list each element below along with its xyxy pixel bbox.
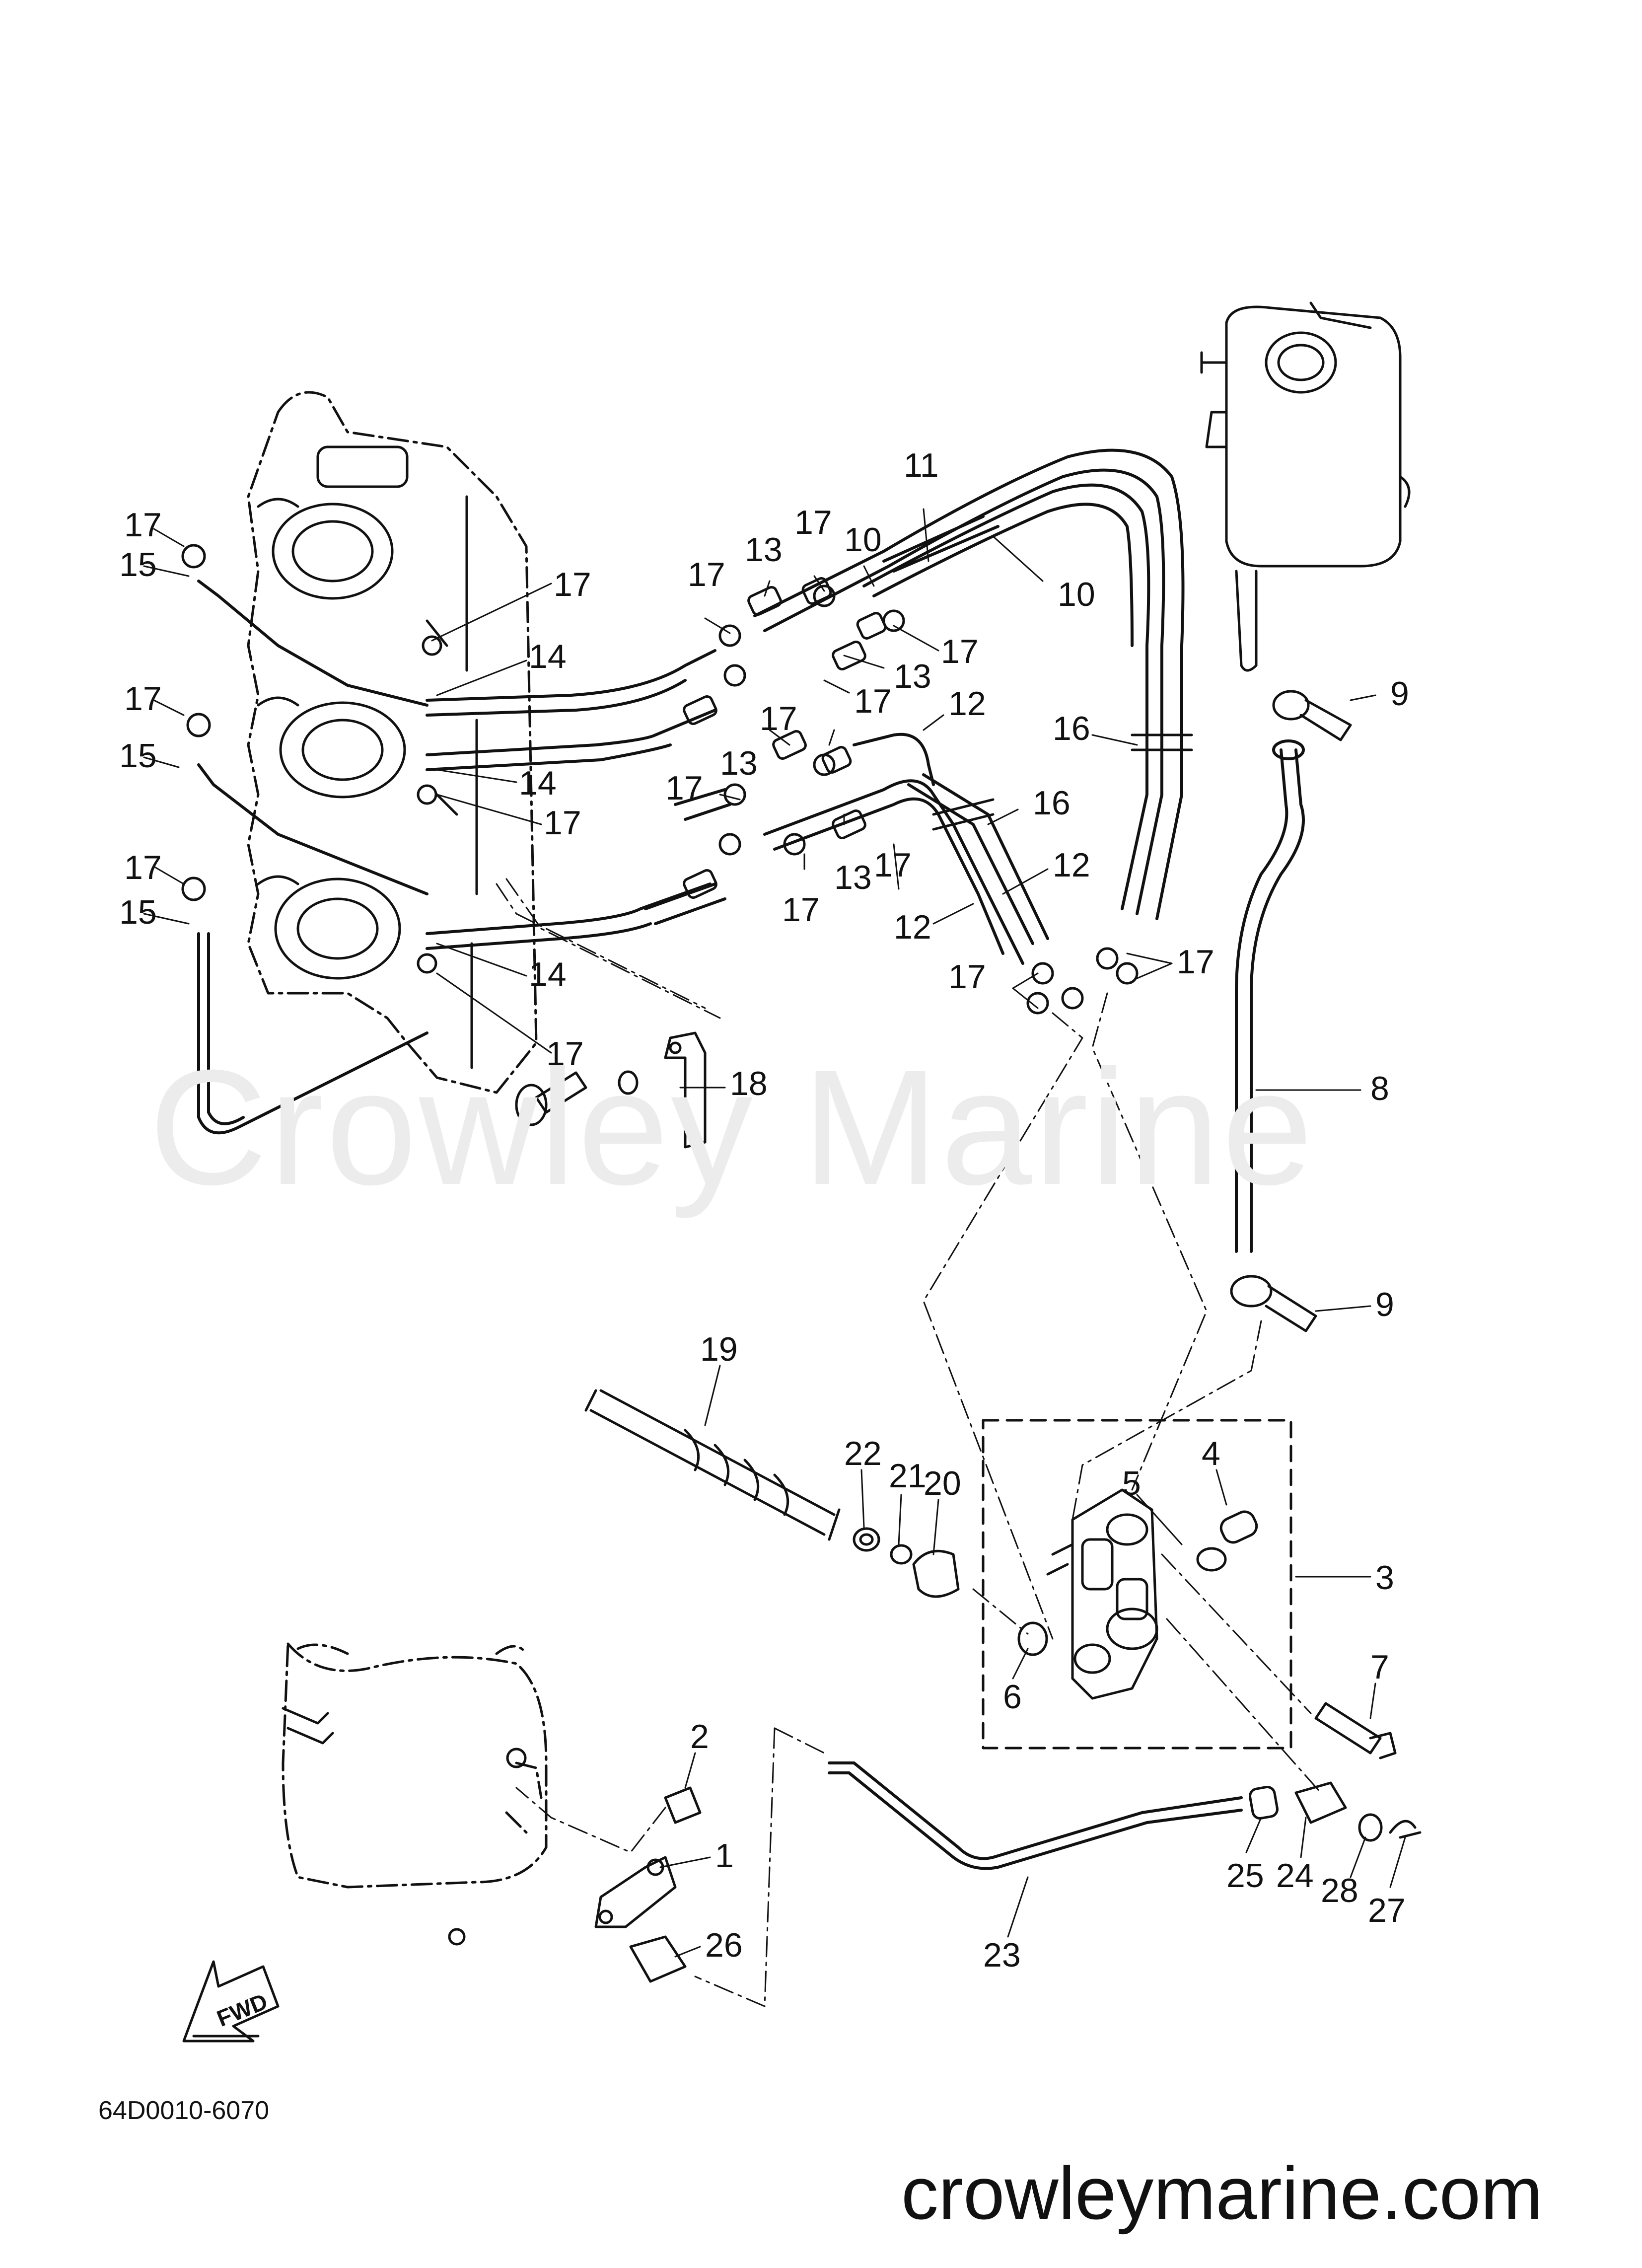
callout-13: 13 — [745, 531, 783, 569]
oil-hoses-lower — [426, 732, 1049, 965]
callout-17: 17 — [760, 700, 797, 737]
callout-2: 2 — [690, 1718, 709, 1756]
callout-13: 13 — [720, 744, 758, 782]
engine-block — [247, 391, 538, 1094]
callout-9: 9 — [1390, 675, 1409, 713]
callout-14: 14 — [529, 955, 567, 993]
short-hoses — [197, 580, 731, 1135]
callout-14: 14 — [529, 638, 567, 675]
callout-17: 17 — [124, 506, 162, 544]
hose-clamps — [932, 733, 1193, 831]
fwd-label: FWD — [213, 1988, 271, 2031]
callout-17: 17 — [854, 682, 892, 720]
callout-9: 9 — [1375, 1286, 1394, 1323]
callout-12: 12 — [1053, 846, 1090, 884]
pump-drive-shaft — [584, 1389, 1048, 1656]
oil-hoses-upper — [426, 448, 1185, 920]
feed-hose — [1235, 739, 1305, 1253]
callout-14: 14 — [519, 764, 557, 802]
callout-3: 3 — [1375, 1559, 1394, 1597]
oil-tank — [1200, 301, 1411, 672]
callout-7: 7 — [1370, 1648, 1389, 1686]
assembly-lines — [496, 878, 1322, 2007]
callout-17: 17 — [124, 849, 162, 886]
callout-10: 10 — [1058, 576, 1095, 613]
callout-17: 17 — [948, 958, 986, 996]
hose-fittings — [181, 544, 1139, 1015]
callout-17: 17 — [665, 769, 703, 807]
callout-17: 17 — [1177, 943, 1214, 981]
callout-24: 24 — [1276, 1857, 1314, 1895]
cylinder-ports — [257, 445, 478, 1069]
watermark: Crowley Marine — [149, 1035, 1315, 1219]
callout-17: 17 — [546, 1035, 584, 1073]
callout-17: 17 — [782, 891, 820, 929]
callout-26: 26 — [705, 1926, 743, 1964]
callout-15: 15 — [119, 893, 157, 931]
lower-powerhead-bracket — [282, 1707, 527, 1946]
callout-16: 16 — [1053, 710, 1090, 747]
callout-17: 17 — [554, 566, 591, 603]
callout-15: 15 — [119, 546, 157, 584]
callout-17: 17 — [124, 680, 162, 718]
callout-15: 15 — [119, 737, 157, 775]
callout-12: 12 — [948, 685, 986, 723]
callout-28: 28 — [1321, 1872, 1358, 1909]
callout-17: 17 — [941, 633, 979, 670]
callout-18: 18 — [730, 1065, 768, 1102]
callout-1: 1 — [715, 1837, 734, 1875]
fwd-arrow — [182, 1960, 280, 2043]
callout-20: 20 — [924, 1464, 961, 1502]
bracket-and-bolt — [515, 1031, 707, 1149]
callout-17: 17 — [688, 556, 725, 593]
pump-lever-parts — [594, 1786, 702, 1983]
callout-10: 10 — [844, 521, 882, 559]
callout-13: 13 — [834, 859, 872, 896]
oil-pump-assembly — [982, 1419, 1292, 1750]
callout-22: 22 — [844, 1435, 882, 1472]
callout-23: 23 — [983, 1936, 1021, 1974]
callout-6: 6 — [1003, 1678, 1022, 1716]
callout-25: 25 — [1226, 1857, 1264, 1895]
callout-19: 19 — [700, 1330, 738, 1368]
lower-powerhead — [282, 1642, 548, 1889]
callout-27: 27 — [1368, 1892, 1406, 1929]
callout-17: 17 — [874, 846, 912, 884]
callout-12: 12 — [894, 908, 931, 946]
callout-17: 17 — [544, 804, 581, 842]
diagram-code: 64D0010-6070 — [98, 2096, 270, 2125]
callout-16: 16 — [1033, 784, 1071, 822]
callout-labels: 17 15 17 14 17 15 14 17 17 15 14 17 18 1… — [119, 446, 1409, 2032]
leader-lines — [143, 508, 1406, 1958]
callout-4: 4 — [1202, 1435, 1220, 1472]
callout-17: 17 — [794, 504, 832, 541]
control-rod — [828, 1761, 1243, 1870]
callout-8: 8 — [1370, 1070, 1389, 1107]
callout-5: 5 — [1122, 1464, 1141, 1502]
website-link[interactable]: crowleymarine.com — [901, 2151, 1543, 2235]
callout-21: 21 — [889, 1457, 927, 1495]
callout-13: 13 — [894, 658, 931, 695]
hose-clips — [1230, 690, 1352, 1332]
callout-11: 11 — [904, 446, 939, 484]
outlet-fittings — [1249, 1702, 1422, 1842]
